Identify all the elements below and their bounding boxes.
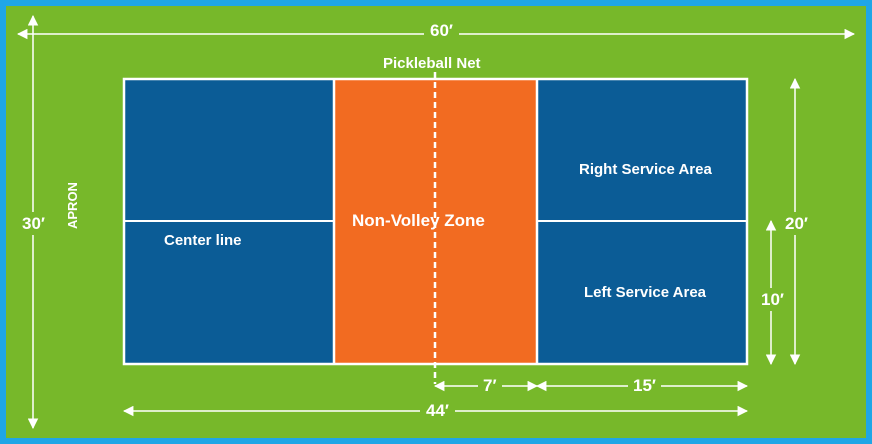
dim-label-10: 10′ [760,288,785,311]
right-service-area-label: Right Service Area [579,161,712,178]
dim-label-44: 44′ [420,402,455,419]
dim-label-30: 30′ [20,212,47,235]
non-volley-zone-label: Non-Volley Zone [352,211,485,230]
dim-label-60: 60′ [424,22,459,39]
apron-label: APRON [65,182,80,229]
dim-label-7: 7′ [478,377,502,394]
dim-label-20: 20′ [784,212,809,235]
left-service-area-label: Left Service Area [584,284,707,301]
center-line-label: Center line [164,232,242,249]
dim-label-15: 15′ [628,377,661,394]
pickleball-net-label: Pickleball Net [380,56,484,71]
court-svg [16,14,856,430]
